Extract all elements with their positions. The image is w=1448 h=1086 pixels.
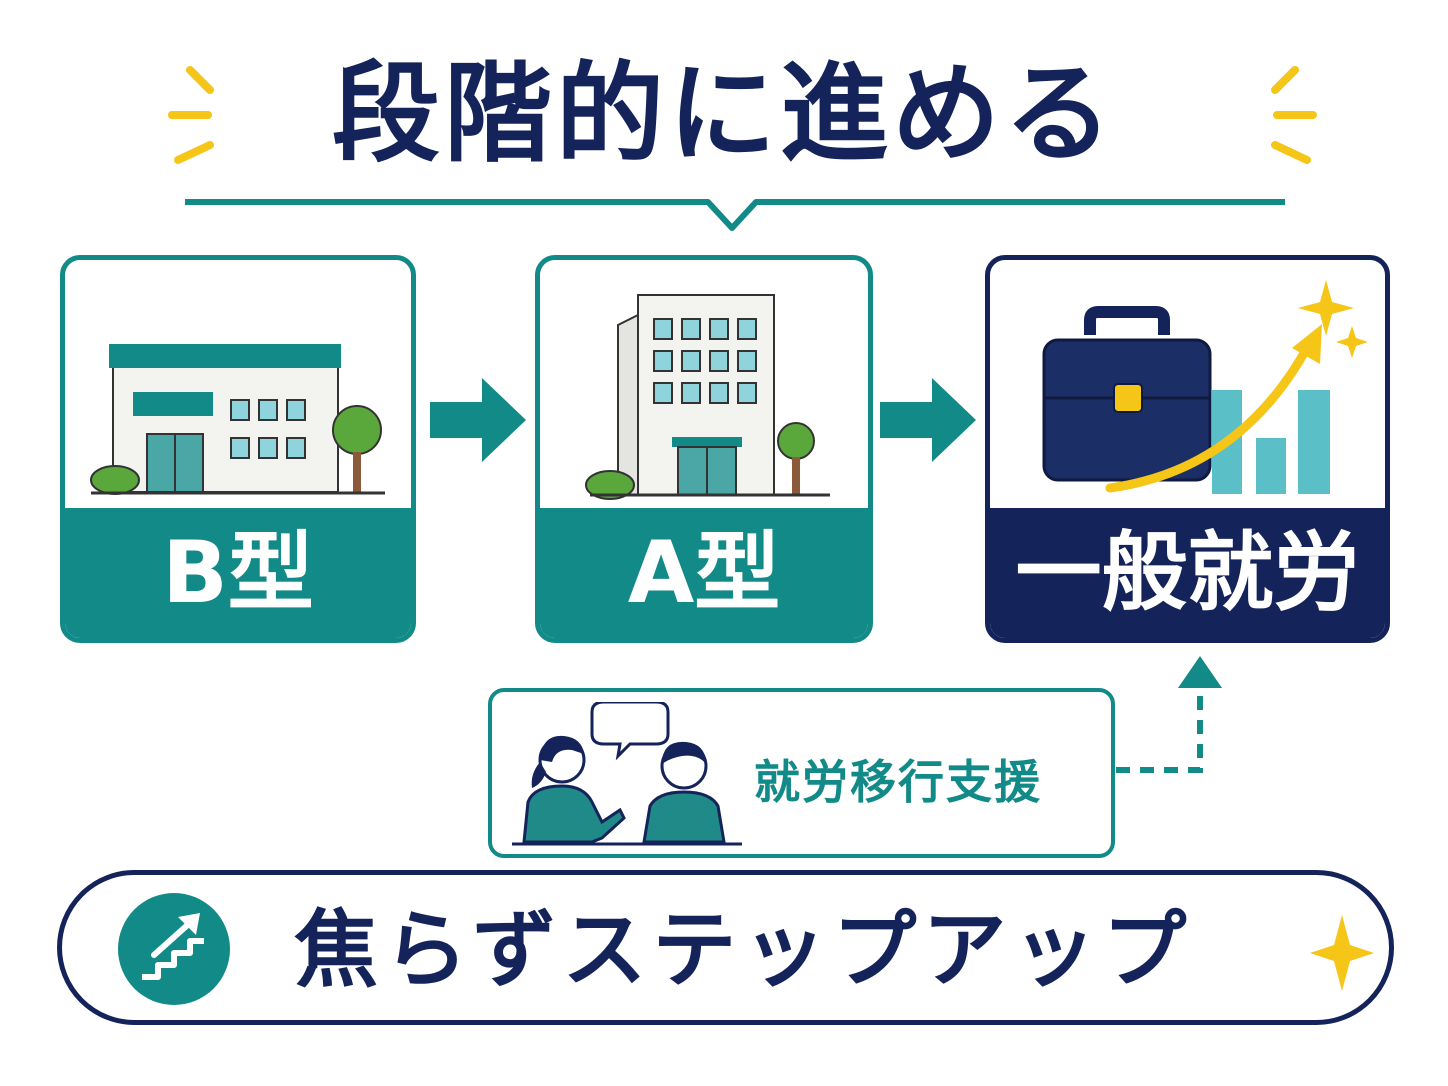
sparkle-lines-right-icon [1271,66,1317,164]
arrow-right-icon [430,378,526,462]
small-building-icon [90,344,385,495]
step-card-b: B型 [60,255,416,643]
step-label-b: B型 [65,508,411,638]
step-card-a: A型 [535,255,873,643]
arrow-right-icon [880,378,976,462]
stairs-arrow-icon [118,893,230,1005]
sparkle-lines-left-icon [168,66,214,164]
sparkle-icon [1310,915,1374,991]
title-underline [185,199,1285,231]
bottom-label: 焦らずステップアップ [294,901,1193,999]
support-box: 就労移行支援 [488,688,1115,858]
dashed-arrow-up-icon [1116,656,1222,773]
step-label-general: 一般就労 [990,508,1385,638]
page-title: 段階的に進める [331,52,1116,177]
support-label: 就労移行支援 [754,755,1042,809]
counseling-people-icon [512,702,742,846]
bottom-banner: 焦らずステップアップ [57,870,1394,1025]
office-building-icon [585,294,830,500]
briefcase-growth-icon [1042,280,1368,494]
step-card-general: 一般就労 [985,255,1390,643]
step-label-a: A型 [540,508,868,638]
